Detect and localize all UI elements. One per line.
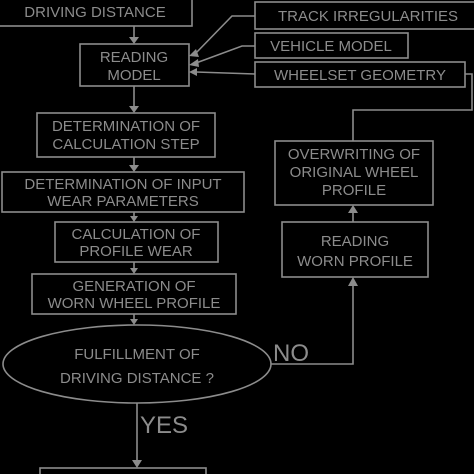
node-bottom-partial	[39, 467, 207, 474]
node-overwriting: OVERWRITING OF ORIGINAL WHEEL PROFILE	[274, 140, 434, 206]
node-reading-model: READING MODEL	[79, 43, 190, 87]
node-driving-distance: DRIVING DISTANCE	[0, 0, 193, 27]
node-overwriting-line1: OVERWRITING OF	[288, 146, 420, 163]
node-calculation-step: DETERMINATION OF CALCULATION STEP	[36, 112, 216, 158]
edge-driving-to-reading	[129, 26, 139, 44]
node-calculation-step-line1: DETERMINATION OF	[52, 118, 200, 135]
edge-track-to-reading	[189, 15, 255, 57]
edge-label-no: NO	[273, 340, 309, 367]
edge-wheelset-to-reading	[189, 68, 256, 76]
node-decision: FULFILLMENT OF DRIVING DISTANCE ?	[2, 324, 272, 404]
edge-label-yes: YES	[140, 412, 188, 439]
node-vehicle-model-label: VEHICLE MODEL	[270, 38, 392, 55]
edge-reading-worn-to-overwriting	[348, 205, 358, 222]
node-reading-worn-profile: READING WORN PROFILE	[281, 221, 429, 278]
node-input-wear-line1: DETERMINATION OF INPUT	[24, 176, 221, 193]
node-vehicle-model: VEHICLE MODEL	[254, 32, 409, 59]
node-worn-profile-generation-line2: WORN WHEEL PROFILE	[48, 295, 221, 312]
node-track-irregularities: TRACK IRREGULARITIES	[254, 1, 474, 30]
node-reading-model-line2: MODEL	[107, 67, 160, 84]
node-reading-worn-profile-line1: READING	[321, 233, 389, 250]
edge-profilewear-to-generation	[130, 262, 138, 274]
node-input-wear-line2: WEAR PARAMETERS	[47, 193, 198, 210]
node-driving-distance-label: DRIVING DISTANCE	[24, 4, 165, 21]
node-reading-model-line1: READING	[100, 49, 168, 66]
edge-calcstep-to-inputwear	[129, 157, 139, 172]
node-worn-profile-generation: GENERATION OF WORN WHEEL PROFILE	[31, 273, 237, 315]
node-decision-line1: FULFILLMENT OF	[74, 346, 200, 363]
node-worn-profile-generation-line1: GENERATION OF	[72, 278, 195, 295]
node-profile-wear-line2: PROFILE WEAR	[79, 243, 193, 260]
node-overwriting-line3: PROFILE	[322, 182, 386, 199]
edge-no-to-reading-worn	[271, 277, 358, 365]
edge-generation-to-decision	[130, 314, 138, 325]
node-wheelset-geometry: WHEELSET GEOMETRY	[254, 61, 466, 88]
edge-reading-to-calcstep	[129, 86, 139, 113]
node-calculation-step-line2: CALCULATION STEP	[52, 136, 199, 153]
edge-overwriting-to-loop	[352, 73, 473, 141]
node-track-irregularities-label: TRACK IRREGULARITIES	[278, 8, 458, 25]
node-reading-worn-profile-line2: WORN PROFILE	[297, 253, 413, 270]
node-wheelset-geometry-label: WHEELSET GEOMETRY	[274, 67, 446, 84]
node-input-wear: DETERMINATION OF INPUT WEAR PARAMETERS	[1, 171, 245, 213]
node-decision-line2: DRIVING DISTANCE ?	[60, 370, 214, 387]
edge-vehicle-to-reading	[189, 45, 255, 67]
edge-inputwear-to-profilewear	[130, 212, 138, 222]
node-profile-wear-line1: CALCULATION OF	[72, 226, 201, 243]
node-overwriting-line2: ORIGINAL WHEEL	[290, 164, 419, 181]
node-profile-wear: CALCULATION OF PROFILE WEAR	[54, 221, 219, 263]
edge-yes-down	[132, 403, 142, 468]
